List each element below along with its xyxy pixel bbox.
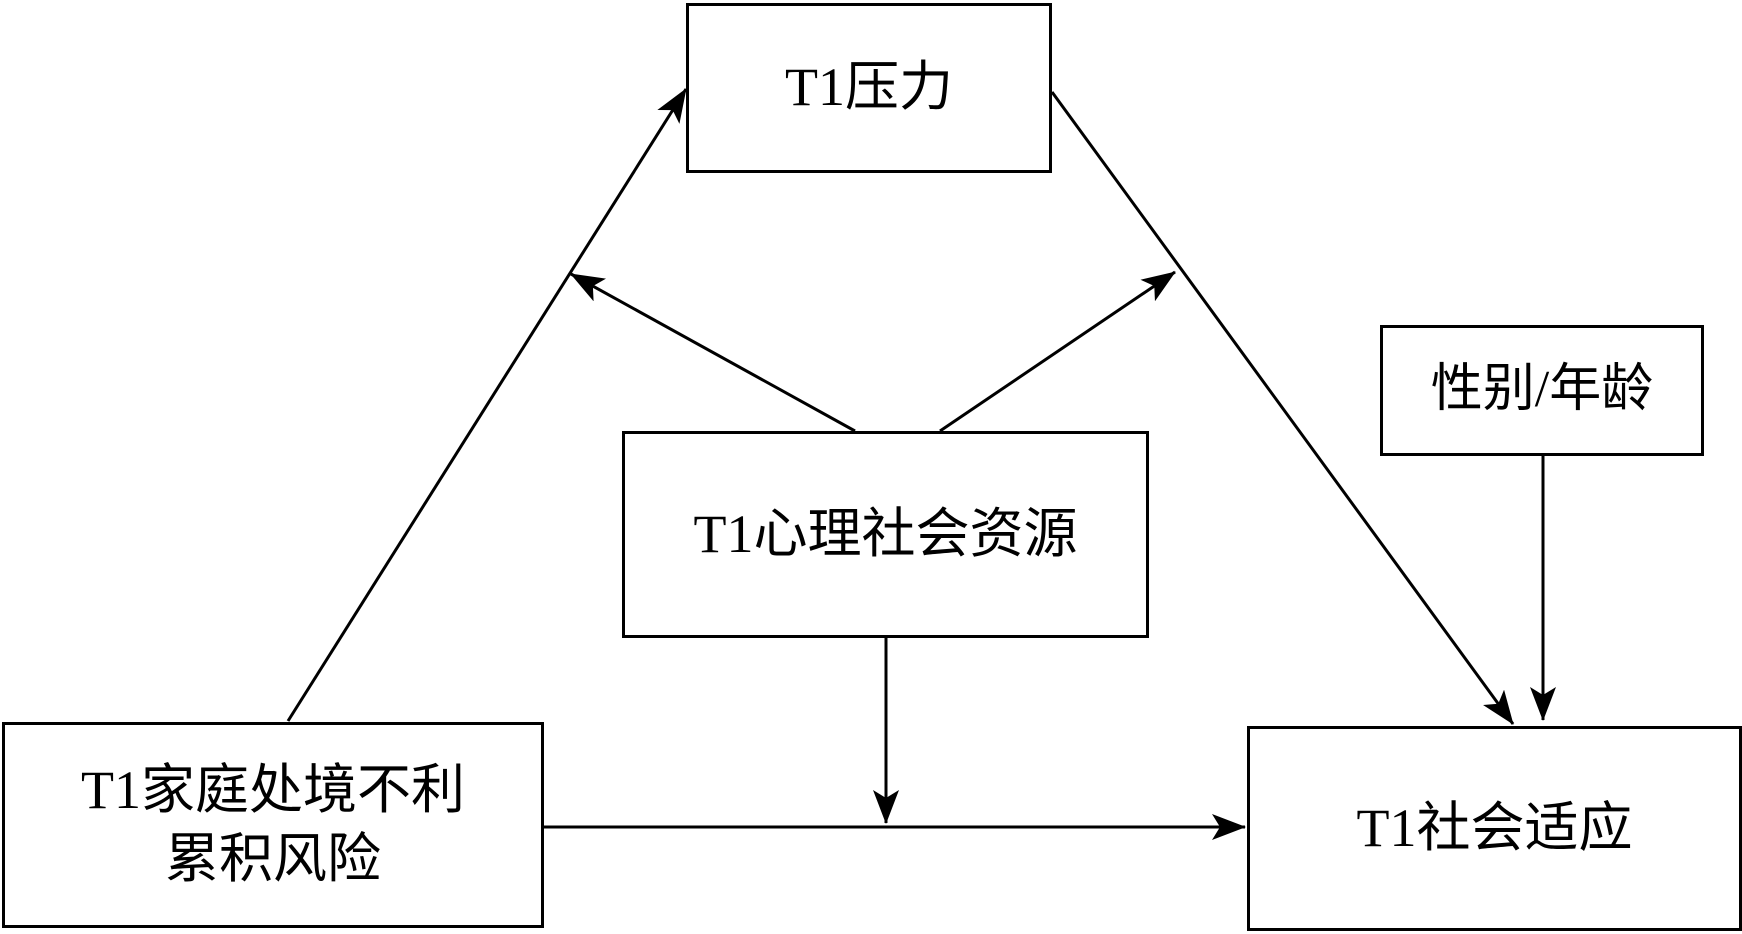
node-covariates: 性别/年龄 xyxy=(1380,325,1704,456)
node-covariates-label: 性别/年龄 xyxy=(1430,361,1654,419)
node-psychosocial-resources: T1心理社会资源 xyxy=(622,431,1149,638)
node-stress: T1压力 xyxy=(686,3,1052,173)
node-psychosocial-resources-label: T1心理社会资源 xyxy=(693,503,1078,564)
node-family-risk-label-line1: T1家庭处境不利 xyxy=(81,759,465,820)
arrow-family-to-stress xyxy=(286,88,688,722)
arrow-psych-moderates-b-path xyxy=(939,270,1176,433)
node-social-adaptation-label: T1社会适应 xyxy=(1356,797,1633,858)
node-social-adaptation: T1社会适应 xyxy=(1247,726,1742,931)
node-stress-label: T1压力 xyxy=(785,57,953,118)
node-family-risk-label-line2: 累积风险 xyxy=(165,829,381,889)
arrow-psych-moderates-a-path xyxy=(570,272,856,433)
arrow-stress-to-adaptation xyxy=(1050,91,1515,725)
node-family-risk: T1家庭处境不利 累积风险 xyxy=(2,722,544,928)
